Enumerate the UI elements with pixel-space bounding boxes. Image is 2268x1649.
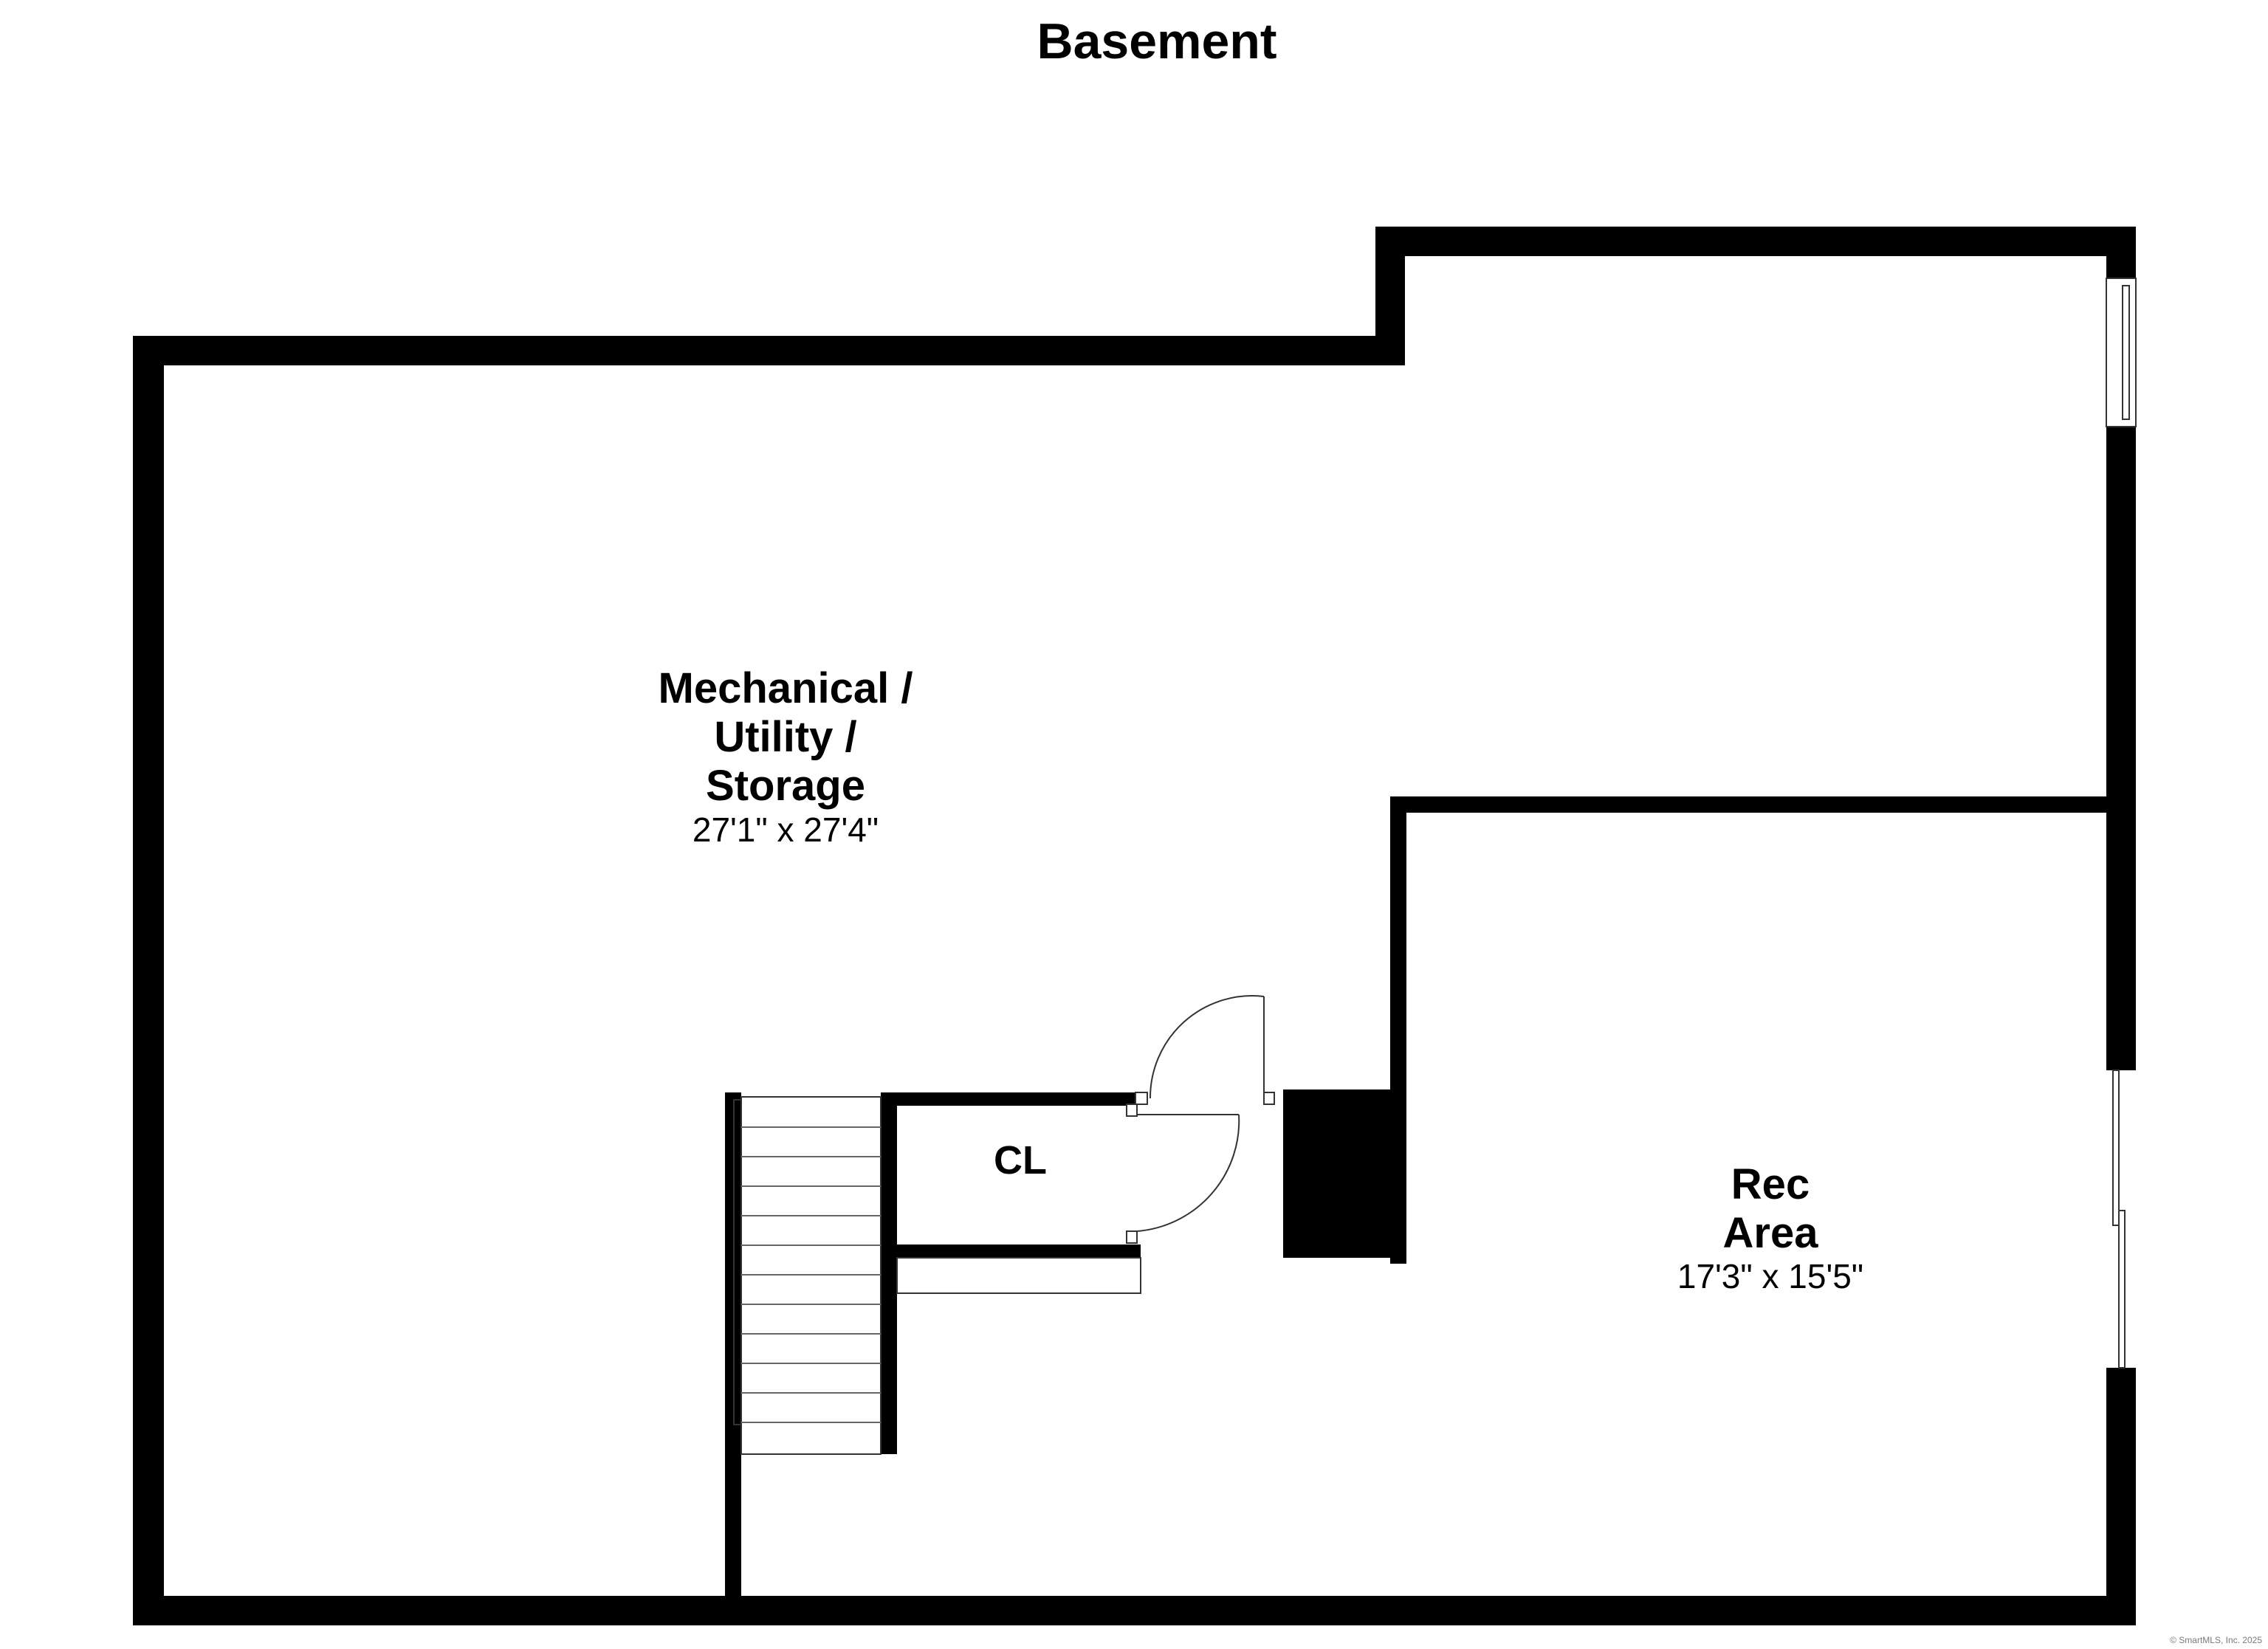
floor-title: Basement: [1037, 13, 1276, 69]
room-label-rec-area: Rec Area 17'3" x 15'5": [1677, 1160, 1863, 1295]
window-frame: [2106, 278, 2137, 427]
wall-right-upper: [2106, 227, 2136, 278]
room-dimensions: 27'1" x 27'4": [693, 810, 879, 849]
interior-walls: [725, 796, 2114, 1596]
rec-area-top-wall: [1390, 796, 2114, 813]
utility-door-arc: [1149, 995, 1265, 1099]
sliding-door-panel-upper: [2112, 1070, 2120, 1226]
closet-door-arc: [1136, 1114, 1240, 1232]
door-jamb: [1126, 1104, 1138, 1117]
wall-top-left: [133, 336, 1405, 365]
door-jamb: [1263, 1092, 1275, 1105]
stair-rail: [733, 1099, 742, 1425]
closet-top-wall: [881, 1092, 1135, 1106]
window-pane: [2122, 285, 2130, 420]
closet-threshold: [896, 1257, 1141, 1294]
sliding-door-panel-lower: [2118, 1210, 2126, 1369]
room-label-mechanical: Mechanical / Utility / Storage 27'1" x 2…: [659, 664, 913, 849]
closet-bottom-wall: [881, 1245, 1141, 1258]
room-label-closet: CL: [994, 1138, 1047, 1182]
door-swing-icon: [1126, 995, 1275, 1244]
chimney-block: [1283, 1089, 1405, 1258]
room-dimensions: 17'3" x 15'5": [1677, 1257, 1863, 1295]
copyright-text: © SmartMLS, Inc. 2025: [2170, 1635, 2262, 1645]
room-name-line: Rec: [1731, 1160, 1810, 1208]
window-icon: [2106, 278, 2137, 427]
wall-right-mid: [2106, 427, 2136, 1070]
stairs-icon: [733, 1096, 882, 1455]
wall-left: [133, 336, 164, 1625]
room-name-line: Utility /: [714, 713, 856, 761]
wall-right-lower: [2106, 1368, 2136, 1625]
stair-right-wall: [881, 1092, 897, 1454]
exterior-walls: [133, 227, 2136, 1625]
wall-bottom: [133, 1596, 2136, 1625]
door-jamb: [1135, 1092, 1148, 1105]
sliding-door-icon: [2112, 1070, 2126, 1369]
wall-top-right: [1375, 227, 2136, 256]
door-jamb: [1126, 1230, 1138, 1244]
room-name-line: Storage: [706, 762, 865, 810]
room-name-line: Area: [1723, 1209, 1819, 1257]
room-name-line: Mechanical /: [659, 664, 913, 712]
